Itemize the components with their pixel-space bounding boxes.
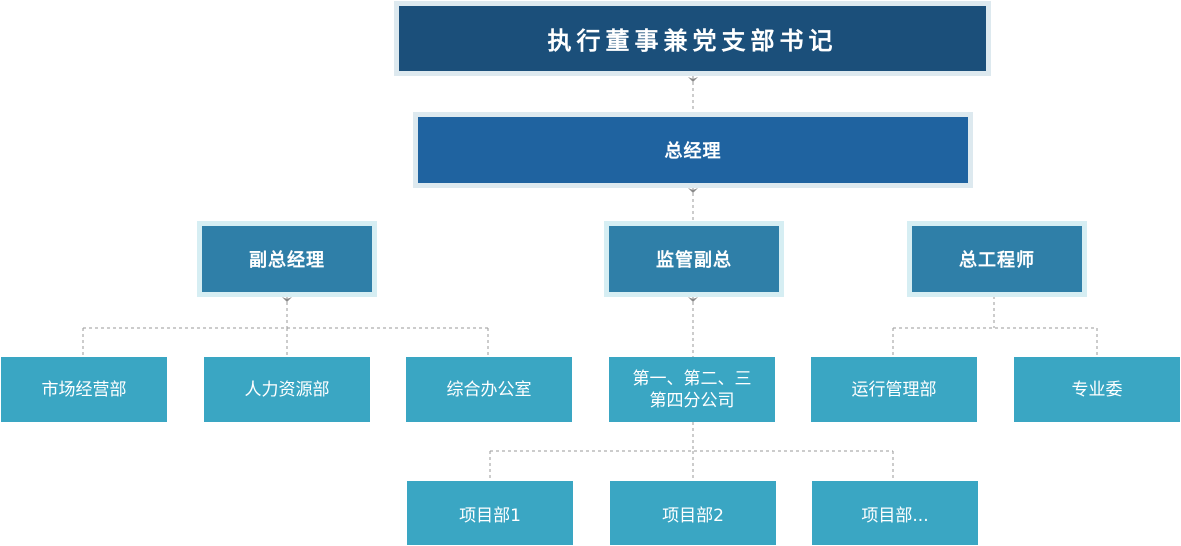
arrow-icon [688,77,698,82]
marketing-department-label: 市场经营部 [41,379,127,400]
chief-engineer-box: 总工程师 [907,221,1087,297]
project-department-1-box: 项目部1 [407,481,573,545]
project-department-1-label: 项目部1 [459,505,521,526]
professional-committee-box: 专业委 [1014,357,1180,422]
project-department-2-box: 项目部2 [610,481,776,545]
operations-department-box: 运行管理部 [811,357,977,422]
general-office-box: 综合办公室 [406,357,572,422]
project-department-more-label: 项目部... [861,505,929,526]
supervising-vice-manager-label: 监管副总 [656,250,732,271]
professional-committee-label: 专业委 [1071,379,1123,400]
project-department-more-box: 项目部... [812,481,978,545]
hr-department-label: 人力资源部 [244,379,330,400]
hr-department-box: 人力资源部 [204,357,370,422]
deputy-general-manager-label: 副总经理 [249,250,325,271]
branch-companies-label-line2: 第四分公司 [649,390,735,411]
marketing-department-box: 市场经营部 [1,357,167,422]
operations-department-label: 运行管理部 [851,379,937,400]
branch-companies-box: 第一、第二、三 第四分公司 [609,357,775,422]
arrow-icon [688,188,698,193]
general-office-label: 综合办公室 [446,379,532,400]
branch-companies-label-line1: 第一、第二、三 [632,368,752,389]
chairman-box: 执行董事兼党支部书记 [394,1,991,76]
deputy-general-manager-box: 副总经理 [197,221,377,297]
chairman-label: 执行董事兼党支部书记 [547,27,838,55]
general-manager-label: 总经理 [664,141,722,162]
arrow-icon [688,297,698,302]
general-manager-box: 总经理 [413,112,973,188]
arrow-icon [282,297,292,302]
project-department-2-label: 项目部2 [662,505,724,526]
supervising-vice-manager-box: 监管副总 [604,221,784,297]
chief-engineer-label: 总工程师 [959,250,1035,271]
